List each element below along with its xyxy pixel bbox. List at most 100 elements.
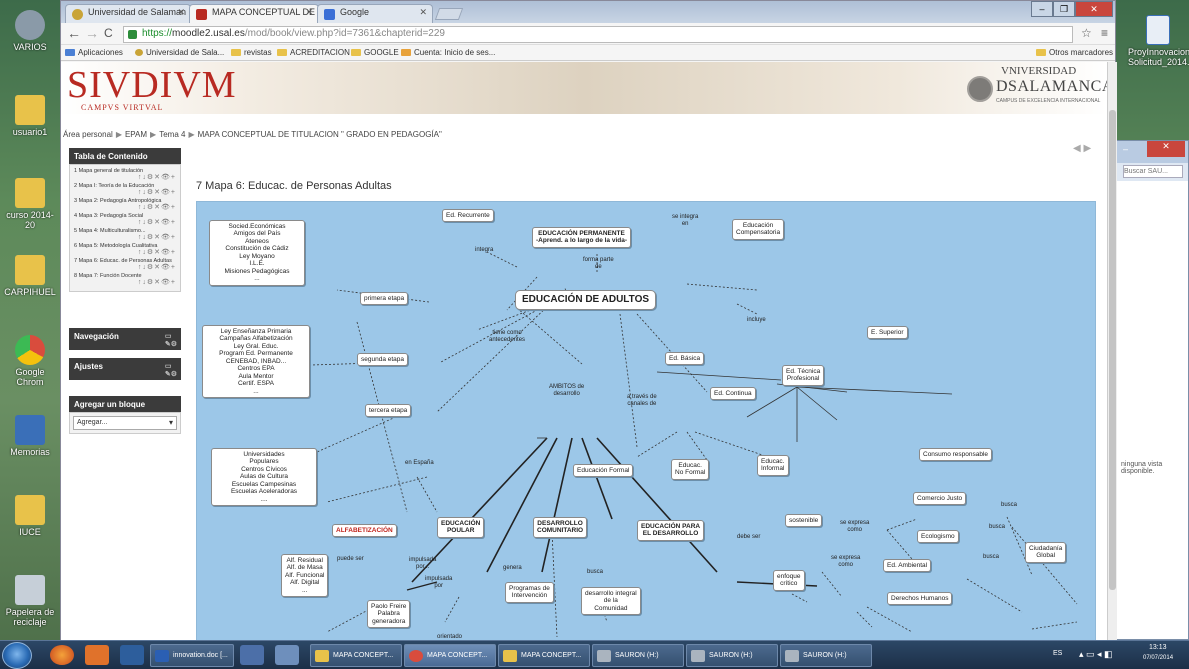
tab-universidad[interactable]: Universidad de Salaman ✕ [65,4,191,23]
map-node-comercio[interactable]: Comercio Justo [913,492,967,506]
new-tab-button[interactable] [434,8,464,20]
desktop-icon-proyinnovacion[interactable]: ProyInnovacion Solicitud_2014... [1128,15,1189,67]
block-controls-icon[interactable]: ▭✎⚙ [164,333,177,348]
clock-time[interactable]: 13:13 [1149,644,1167,651]
desktop-icon-papelera[interactable]: Papelera de reciclaje [2,575,58,627]
clock-date[interactable]: 07/07/2014 [1143,655,1174,661]
taskbar-item-sauron-1[interactable]: SAURON (H:) [592,644,684,667]
map-node-segunda-etapa[interactable]: segunda etapa [357,353,409,367]
map-node-informal[interactable]: Educac. Informal [757,455,789,476]
block-controls-icon[interactable]: ▭✎⚙ [164,363,177,378]
tray-icons[interactable]: ▴ ▭ ◂ ◧ [1079,649,1113,659]
breadcrumb-item[interactable]: MAPA CONCEPTUAL DE TITULACION " GRADO EN… [197,130,442,139]
map-node-continua[interactable]: Ed. Continua [710,387,756,401]
taskbar-item-mapa-3[interactable]: MAPA CONCEPT... [498,644,590,667]
map-node-consumo[interactable]: Consumo responsable [919,448,993,462]
map-node-compensatoria[interactable]: Educación Compensatoria [732,219,785,240]
desktop-icon-carpihuel[interactable]: CARPIHUEL [2,255,58,297]
desktop-icon-iuce[interactable]: IUCE [2,495,58,537]
scrollbar-thumb[interactable] [1109,110,1116,590]
map-node-antecedentes-3[interactable]: Universidades Populares Centros Cívicos … [211,448,317,507]
map-node-ecologismo[interactable]: Ecologismo [917,530,959,544]
map-node-formal[interactable]: Educación Formal [573,464,634,478]
map-node-critico[interactable]: enfoque crítico [773,570,805,591]
map-node-tercera-etapa[interactable]: tercera etapa [365,404,412,418]
check-pinned-icon[interactable] [120,645,144,665]
maximize-button[interactable]: ❐ [1053,1,1075,17]
map-node-programas[interactable]: Programas de Intervención [505,582,554,603]
bg-search-input[interactable] [1123,165,1183,178]
map-node-ciudadania[interactable]: Ciudadanía Global [1025,542,1067,563]
map-node-freire[interactable]: Paolo Freire Palabra generadora [367,600,411,629]
minimize-button[interactable]: – [1123,144,1129,154]
page-scrollbar[interactable] [1107,62,1117,641]
add-block-select[interactable]: Agregar... [73,416,177,430]
tab-google[interactable]: Google ✕ [317,4,433,23]
close-icon[interactable]: ✕ [1147,141,1185,157]
bookmark-acreditacion[interactable]: ACREDITACION [277,48,350,57]
back-arrow-icon[interactable]: ← [67,25,81,41]
start-button[interactable] [2,642,32,669]
map-node-educacion-adultos[interactable]: EDUCACIÓN DE ADULTOS [515,290,657,310]
desktop-icon-chrome[interactable]: Google Chrom [2,335,58,387]
map-node-popular[interactable]: EDUCACIÓN POULAR [437,517,485,538]
map-node-desarrollo[interactable]: EDUCACIÓN PARA EL DESARROLLO [637,520,705,541]
close-window-button[interactable]: ✕ [1075,1,1113,17]
tool-pinned-icon[interactable] [275,645,299,665]
bookmark-revistas[interactable]: revistas [231,48,272,57]
bookmark-cuenta[interactable]: Cuenta: Inicio de ses... [401,48,495,57]
taskbar-item-word[interactable]: innovation.doc [... [150,644,234,667]
toc-item[interactable]: 2 Mapa I: Teoría de la Educación↑↓⚙✕👁+ [74,183,176,196]
toc-item[interactable]: 4 Mapa 3: Pedagogía Social↑↓⚙✕👁+ [74,213,176,226]
language-indicator[interactable]: ES [1053,650,1063,657]
university-name[interactable]: DSALAMANCA [996,78,1107,95]
desktop-icon-memorias[interactable]: Memorias [2,415,58,457]
map-node-tecnica[interactable]: Ed. Técnica Profesional [782,365,825,386]
toc-item[interactable]: 3 Mapa 2: Pedagogía Antropológica↑↓⚙✕👁+ [74,198,176,211]
media-pinned-icon[interactable] [85,645,109,665]
bookmark-aplicaciones[interactable]: Aplicaciones [65,48,123,57]
map-node-superior[interactable]: E. Superior [867,326,908,340]
menu-icon[interactable]: ≡ [1101,26,1109,40]
chapter-nav-arrows[interactable]: ◀ ▶ [1073,143,1092,154]
address-bar[interactable]: https://moodle2.usal.es/mod/book/view.ph… [123,26,1073,43]
bookmark-otros[interactable]: Otros marcadores [1036,48,1113,57]
taskbar-item-sauron-3[interactable]: SAURON (H:) [780,644,872,667]
toc-item[interactable]: 6 Mapa 5: Metodología Cualitativa↑↓⚙✕👁+ [74,243,176,256]
map-node-integral[interactable]: desarrollo integral de la Comunidad [581,587,641,616]
map-node-noformal[interactable]: Educac. No Formal [671,459,710,480]
reload-icon[interactable]: C [104,26,113,40]
map-node-alfabetizacion[interactable]: ALFABETIZACIÓN [332,524,397,538]
close-tab-icon[interactable]: ✕ [419,7,427,17]
network-pinned-icon[interactable] [240,645,264,665]
site-logo[interactable]: SIVDIVM [67,64,237,106]
minimize-button[interactable]: – [1031,1,1053,17]
close-tab-icon[interactable]: ✕ [177,7,185,17]
taskbar-item-mapa-1[interactable]: MAPA CONCEPT... [310,644,402,667]
map-node-sostenible[interactable]: sostenible [785,514,823,528]
breadcrumb-item[interactable]: Área personal [63,130,113,139]
map-node-derechos[interactable]: Derechos Humanos [887,592,953,606]
desktop-icon-varios[interactable]: VARIOS [2,10,58,52]
bookmark-google[interactable]: GOOGLE [351,48,399,57]
map-node-basica[interactable]: Ed. Básica [665,352,705,366]
map-node-alf-tipos[interactable]: Alf. Residual Alf. de Masa Alf. Funciona… [281,554,329,598]
map-node-antecedentes-2[interactable]: Ley Enseñanza Primaria Campañas Alfabeti… [202,325,310,399]
map-node-recurrente[interactable]: Ed. Recurrente [442,209,494,223]
toc-item-current[interactable]: 7 Mapa 6: Educac. de Personas Adultas↑↓⚙… [74,258,176,271]
desktop-icon-usuario[interactable]: usuario1 [2,95,58,137]
tab-mapa-conceptual[interactable]: MAPA CONCEPTUAL DE ✕ [189,4,319,23]
firefox-pinned-icon[interactable] [50,645,74,665]
breadcrumb-item[interactable]: Tema 4 [159,130,186,139]
bookmark-universidad[interactable]: Universidad de Sala... [135,48,224,57]
forward-arrow-icon[interactable]: → [85,25,99,41]
desktop-icon-curso[interactable]: curso 2014-20 [2,178,58,230]
close-tab-icon[interactable]: ✕ [305,7,313,17]
map-node-ambiental[interactable]: Ed. Ambiental [883,559,932,573]
map-node-comunitario[interactable]: DESARROLLO COMUNITARIO [533,517,588,538]
map-node-primera-etapa[interactable]: primera etapa [360,292,409,306]
map-node-permanente[interactable]: EDUCACIÓN PERMANENTE -Aprend. a lo largo… [532,227,632,248]
taskbar-item-mapa-2[interactable]: MAPA CONCEPT... [404,644,496,667]
toc-item[interactable]: 5 Mapa 4: Multiculturalismo...↑↓⚙✕👁+ [74,228,176,241]
map-node-antecedentes-1[interactable]: Socied.Económicas Amigos del País Ateneo… [209,220,305,286]
